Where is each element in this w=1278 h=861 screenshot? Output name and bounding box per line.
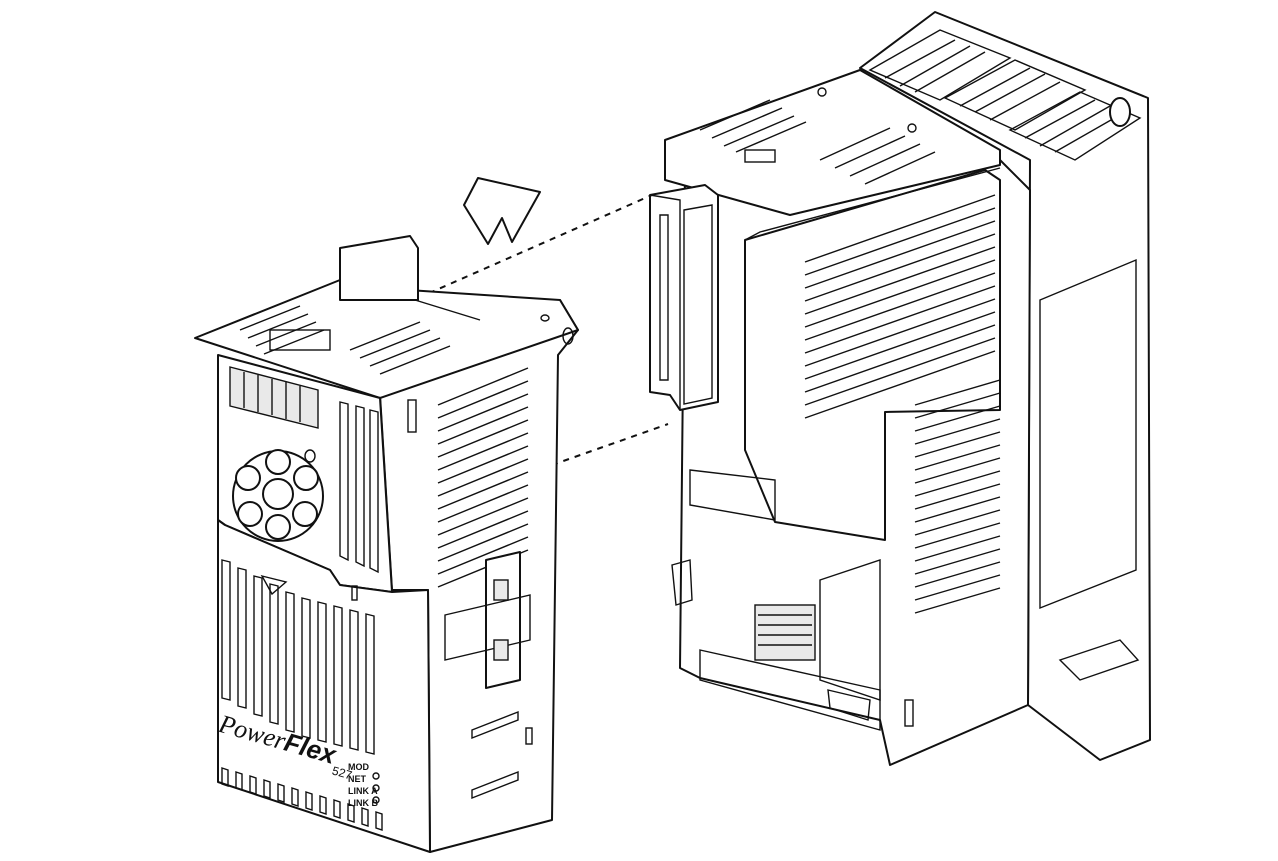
heatsink-fins [868,29,1142,161]
arrow-icon [463,177,541,245]
status-leds [372,772,380,804]
status-label-mod: MOD [348,762,369,772]
cover-vents [804,194,996,419]
cover-top-vents [239,299,481,375]
display-window [229,366,319,429]
drive-body [664,11,1151,766]
front-slots [221,559,375,755]
front-cover [194,235,579,853]
status-label-link-a: LINK A [348,786,378,796]
keypad [232,449,324,542]
side-vents [437,367,529,588]
top-vents [699,99,936,185]
status-label-net: NET [348,774,366,784]
status-label-link-b: LINK B [348,798,378,808]
lower-vents [914,379,1001,614]
alignment-lines [417,194,669,466]
communication-module [649,184,719,411]
